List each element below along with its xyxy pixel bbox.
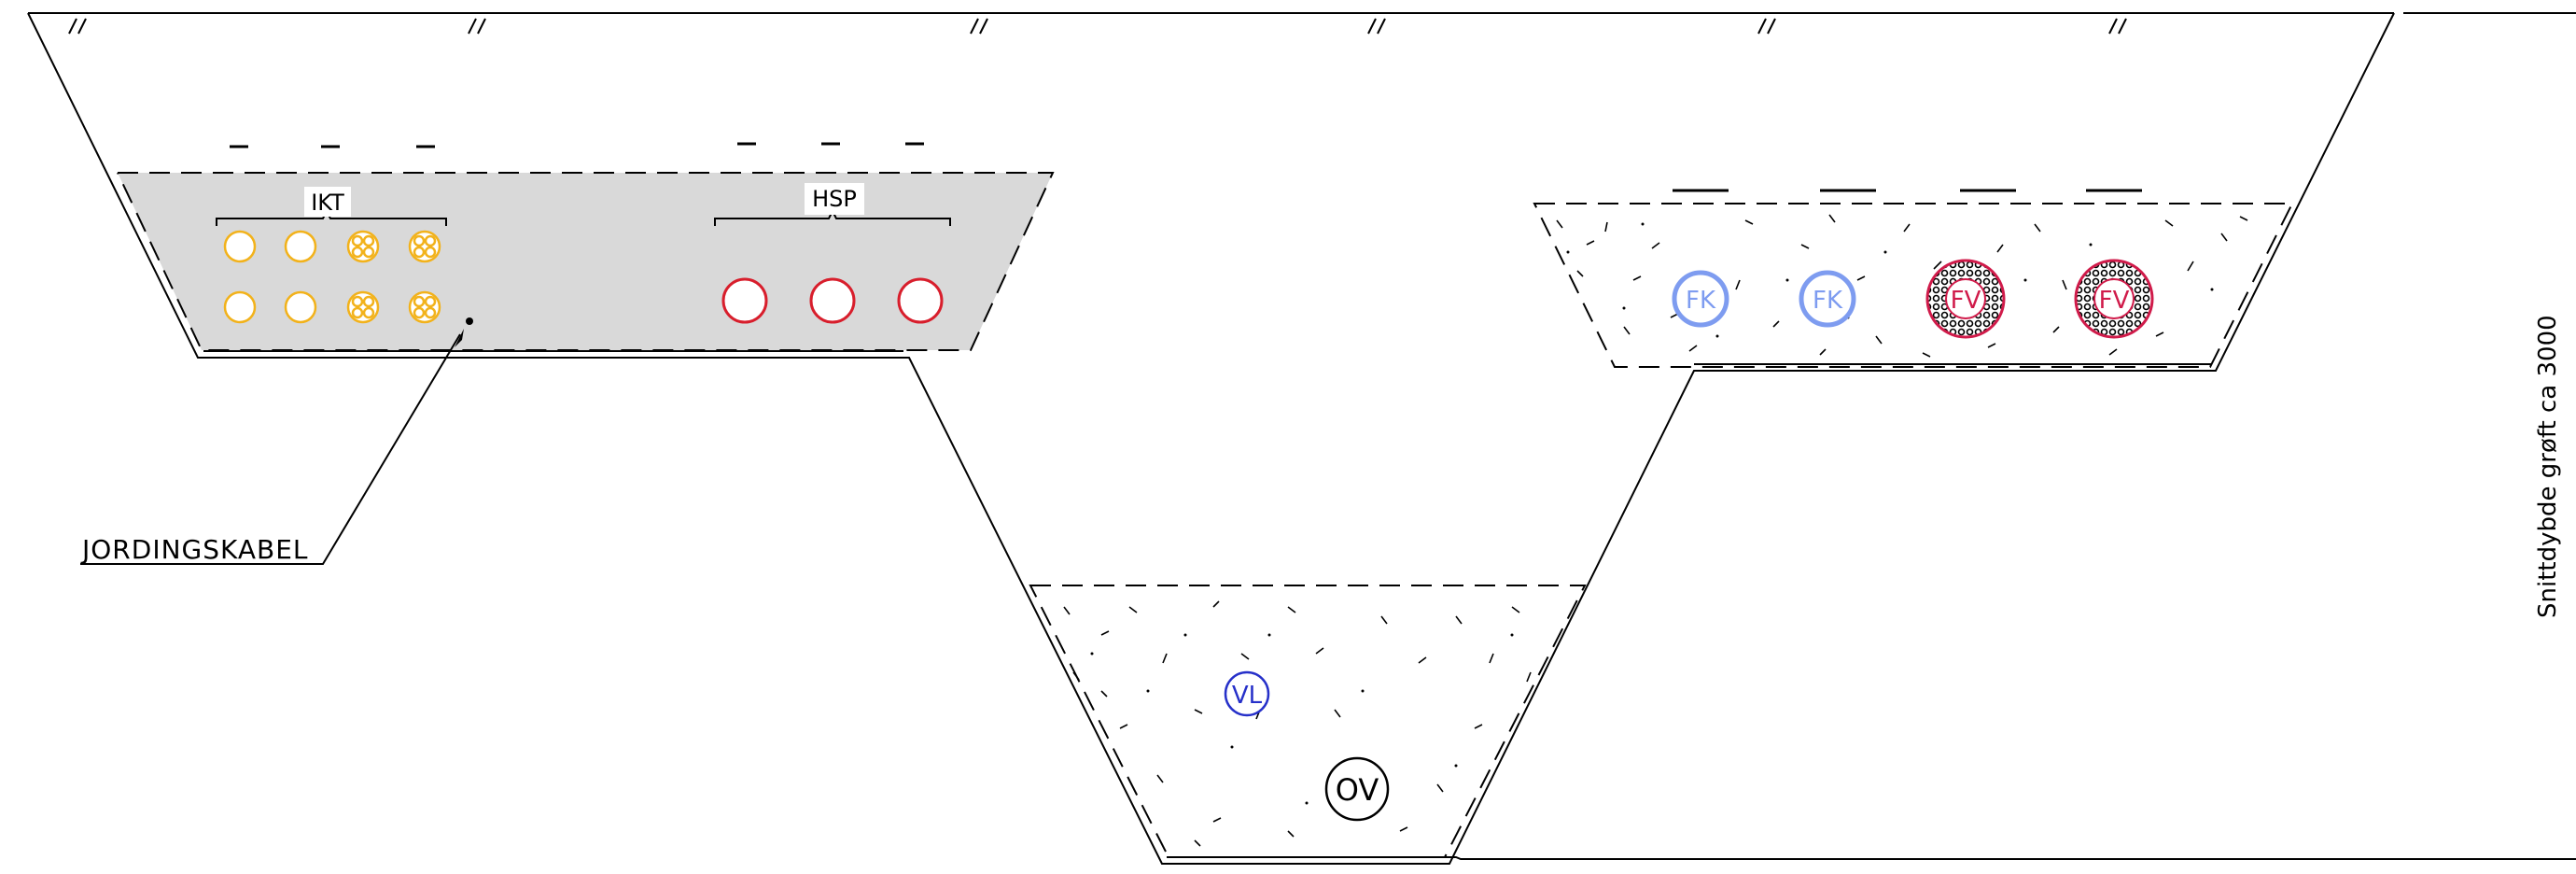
ikt-conduit xyxy=(223,290,257,324)
fk-pipe: FK xyxy=(1799,270,1856,328)
multi-duct-icon xyxy=(408,290,441,324)
fk-label-2: FK xyxy=(1813,287,1843,315)
multi-duct-icon xyxy=(346,290,380,324)
multi-duct-icon xyxy=(346,230,380,263)
hsp-cable xyxy=(897,277,944,324)
fk-label-1: FK xyxy=(1686,287,1716,315)
cable-zone-lower xyxy=(1029,585,1587,858)
hsp-label: HSP xyxy=(812,186,857,212)
ikt-group: IKT xyxy=(216,187,447,226)
hsp-cable xyxy=(721,277,768,324)
fv-pipe: FV xyxy=(2074,259,2154,339)
fv-label-2: FV xyxy=(2099,287,2130,315)
hatch-slash-icon xyxy=(1367,18,1386,35)
fv-pipe: FV xyxy=(1925,259,2006,339)
multi-duct-icon xyxy=(408,230,441,263)
hsp-group: HSP xyxy=(714,183,951,226)
vl-pipe: VL xyxy=(1224,670,1270,717)
ground-hatch-markers xyxy=(68,18,2127,35)
cable-zone-right xyxy=(1533,203,2294,368)
hsp-cable xyxy=(809,277,856,324)
hsp-cables xyxy=(721,277,944,324)
hatch-slash-icon xyxy=(468,18,486,35)
jordingskabel-label: JORDINGSKABEL xyxy=(80,534,309,565)
fv-label-1: FV xyxy=(1951,287,1981,315)
fk-pipe: FK xyxy=(1672,270,1729,328)
vl-label: VL xyxy=(1232,682,1263,710)
hatch-slash-icon xyxy=(970,18,988,35)
cable-zone-left xyxy=(117,172,1055,351)
hatch-slash-icon xyxy=(1757,18,1776,35)
trench-outline xyxy=(27,12,2576,865)
hatch-slash-icon xyxy=(2108,18,2127,35)
sand-speckle xyxy=(1556,214,2248,358)
sand-speckle xyxy=(1063,600,1532,847)
earthing-cable: JORDINGSKABEL xyxy=(80,317,473,565)
grave-depth-label: Snittdybde grøft ca 3000 xyxy=(2534,315,2562,618)
ikt-conduit xyxy=(284,230,317,263)
ikt-label: IKT xyxy=(311,190,344,216)
ov-pipe: OV xyxy=(1324,756,1390,822)
ikt-conduits xyxy=(223,230,441,324)
ikt-conduit xyxy=(223,230,257,263)
warning-tape-marks xyxy=(230,142,2142,192)
hatch-slash-icon xyxy=(68,18,87,35)
ikt-conduit xyxy=(284,290,317,324)
ov-label: OV xyxy=(1336,772,1379,808)
